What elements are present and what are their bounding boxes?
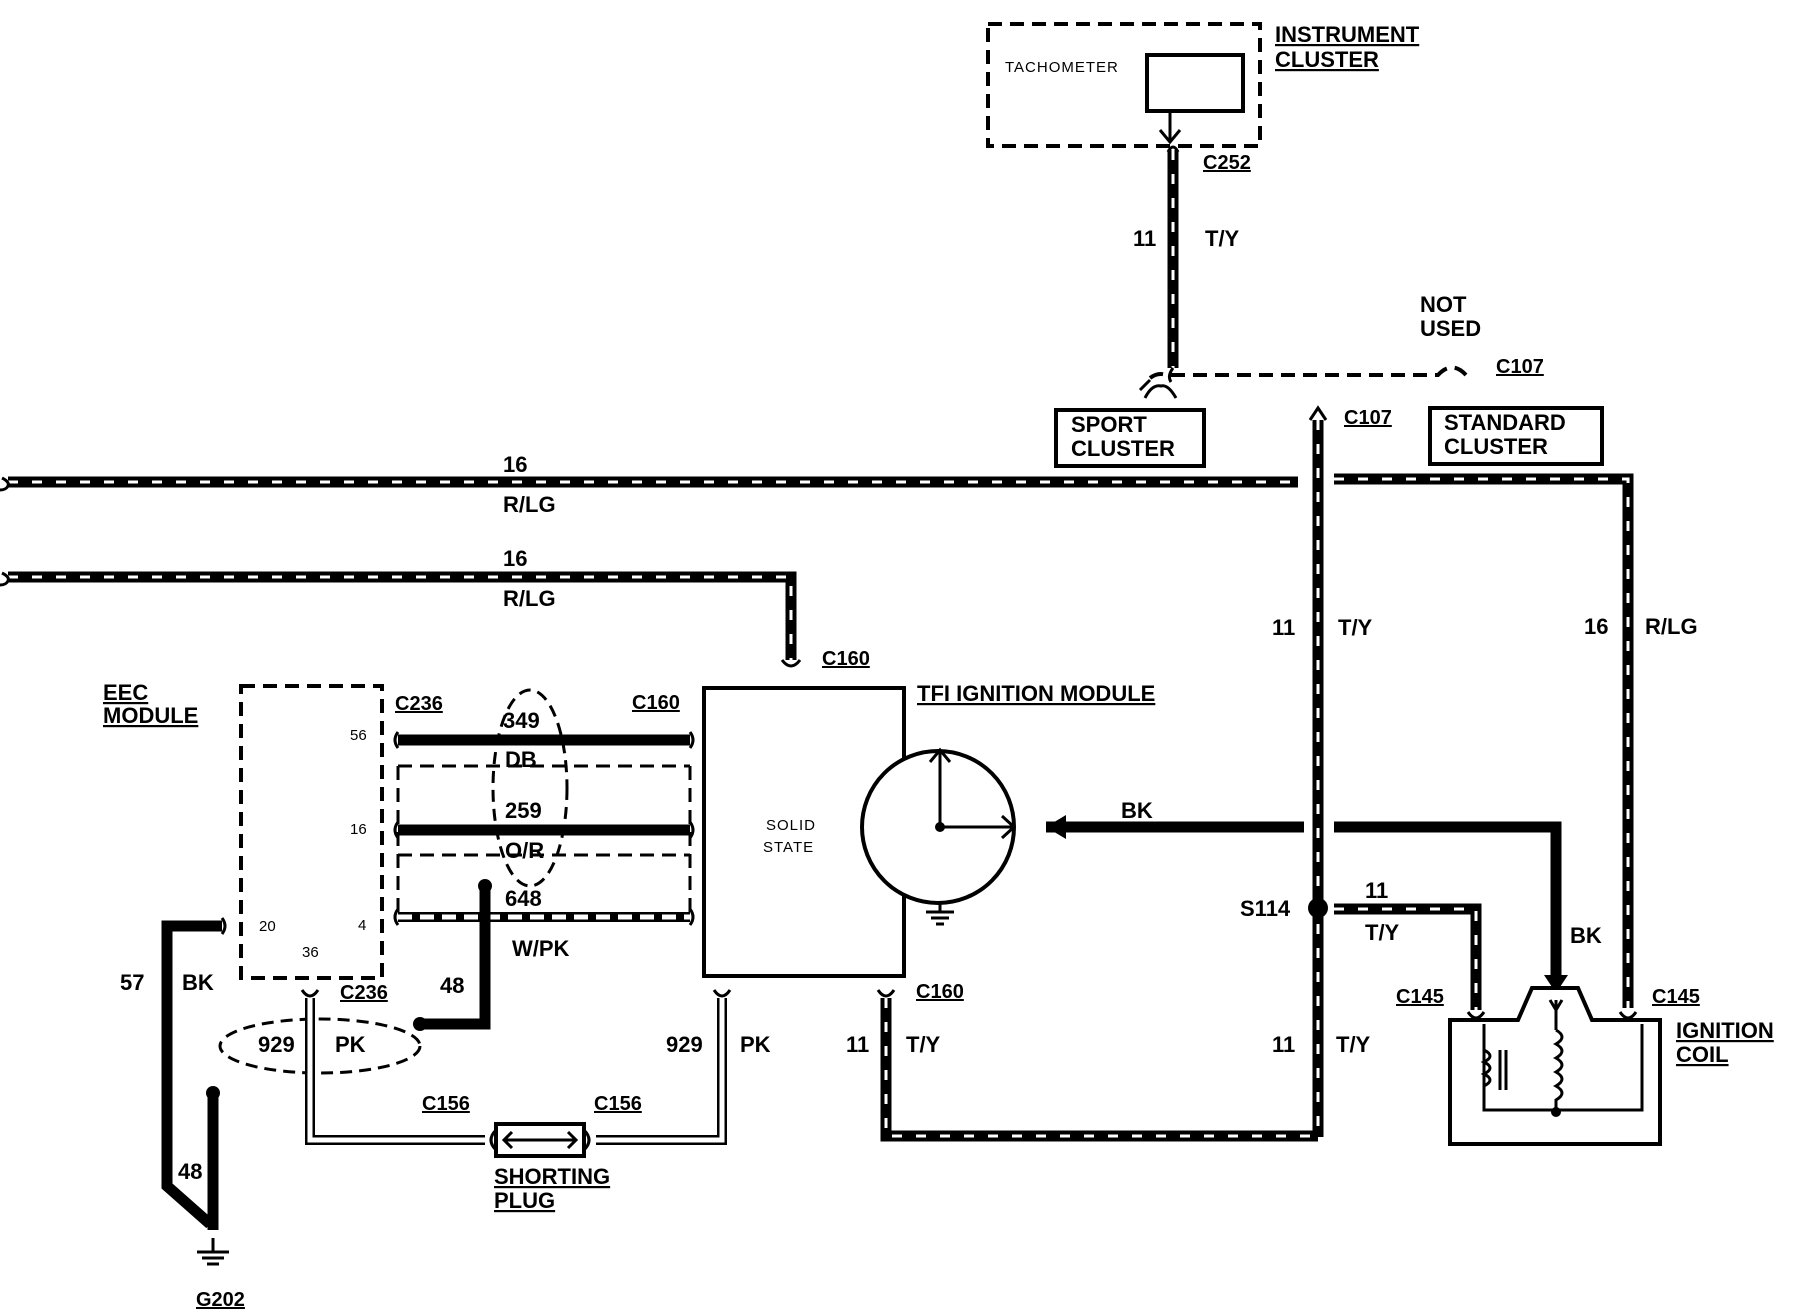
wire-rlg1-color: R/LG [503,492,556,517]
wire-rlg-upper: 16 R/LG [0,452,1298,517]
tachometer-gauge [1145,53,1245,113]
wire-pk-right-num: 929 [666,1032,703,1057]
wire-shield-48: 48 [413,879,492,1031]
wire-pk-left-color: PK [335,1032,366,1057]
wire-ty-bottom: C160 11 T/Y 11 T/Y [846,981,1371,1142]
wire-ground-57: 57 BK 48 G202 [120,917,245,1311]
wire-bk-tfi: BK BK [1046,798,1602,993]
wire-pk-right-color: PK [740,1032,771,1057]
wire-349-color: DB [505,747,537,772]
tfi-module-label: TFI IGNITION MODULE [917,681,1155,706]
wire-rlg-coil: 16 R/LG [1334,473,1698,1008]
eec-pin-36: 36 [302,944,319,961]
wire-rlg1-num: 16 [503,452,527,477]
tachometer-label: TACHOMETER [1005,59,1119,76]
wire-s114-color: T/Y [1365,920,1400,945]
wire-tach-color: T/Y [1205,226,1240,251]
wire-ground-color: BK [182,970,214,995]
ground-icon [197,1238,229,1266]
wire-shield-num: 48 [440,973,464,998]
connector-c156-right: C156 [594,1093,642,1115]
wire-259-color: O/R [505,838,544,863]
eec-pin-56: 56 [350,727,367,744]
wire-bk-label: BK [1121,798,1153,823]
eec-pin-4: 4 [358,917,366,934]
instrument-cluster-outline [986,22,1262,148]
wire-ty-bot-num: 11 [846,1032,869,1057]
wire-ty-vert-num: 11 [1272,615,1295,640]
tachometer-lead [1158,111,1182,145]
connector-c145-right: C145 [1652,986,1700,1008]
wire-349-num: 349 [503,708,540,733]
wire-rlg-lower: 16 R/LG C160 [0,546,870,670]
eec-tfi-harness: 349 DB 259 O/R 648 W/PK C160 [393,688,695,961]
module-ground-icon [926,903,954,926]
wire-s114-num: 11 [1365,878,1388,903]
wire-g202-num: 48 [178,1159,202,1184]
wire-ty-right-num: 11 [1272,1032,1295,1057]
shield-ellipse [491,688,569,888]
wire-ty-bot-color: T/Y [906,1032,941,1057]
wire-ground-num: 57 [120,970,144,995]
wire-259-num: 259 [505,798,542,823]
wire-ty-right-color: T/Y [1336,1032,1371,1057]
wire-648-color: W/PK [512,936,570,961]
connector-c236-top: C236 [395,693,443,715]
eec-module-outline [239,684,384,980]
wire-648-num: 648 [505,886,542,911]
wire-ty-vertical: 11 T/Y S114 [1240,405,1373,1137]
connector-c107-mid: C107 [1344,407,1392,429]
wire-s114-branch: 11 T/Y [1334,878,1482,1010]
connector-c145-left: C145 [1396,986,1444,1008]
connector-c156-left: C156 [422,1093,470,1115]
splice-s114-dot [1308,898,1328,918]
wire-pk-929: 929 PK 929 PK C156 C156 [218,989,771,1145]
wire-rlg3-color: R/LG [1645,614,1698,639]
wire-tach-num: 11 [1133,226,1156,251]
pk-shield-ellipse [218,1017,422,1075]
ignition-coil-body [1448,986,1662,1146]
wire-ty-vert-color: T/Y [1338,615,1373,640]
connector-c252: C252 [1203,152,1251,174]
wire-rlg2-color: R/LG [503,586,556,611]
connector-c107-top: C107 [1496,356,1544,378]
sport-cluster-box [1054,408,1206,468]
connector-c160-left: C160 [632,692,680,714]
eec-pin-20: 20 [259,918,276,935]
wire-rlg2-num: 16 [503,546,527,571]
connector-c236-bottom: C236 [340,982,388,1004]
wire-rlg3-num: 16 [1584,614,1608,639]
wire-bk-coil-label: BK [1570,923,1602,948]
connector-c160-top: C160 [822,648,870,670]
wire-tach-11: 11 T/Y [1133,145,1240,368]
eec-pin-16: 16 [350,821,367,838]
standard-cluster-box [1428,406,1604,466]
wire-pk-left-num: 929 [258,1032,295,1057]
splice-s114-label: S114 [1240,896,1291,921]
connector-c160-bottom: C160 [916,981,964,1003]
connector-g202: G202 [196,1289,245,1311]
